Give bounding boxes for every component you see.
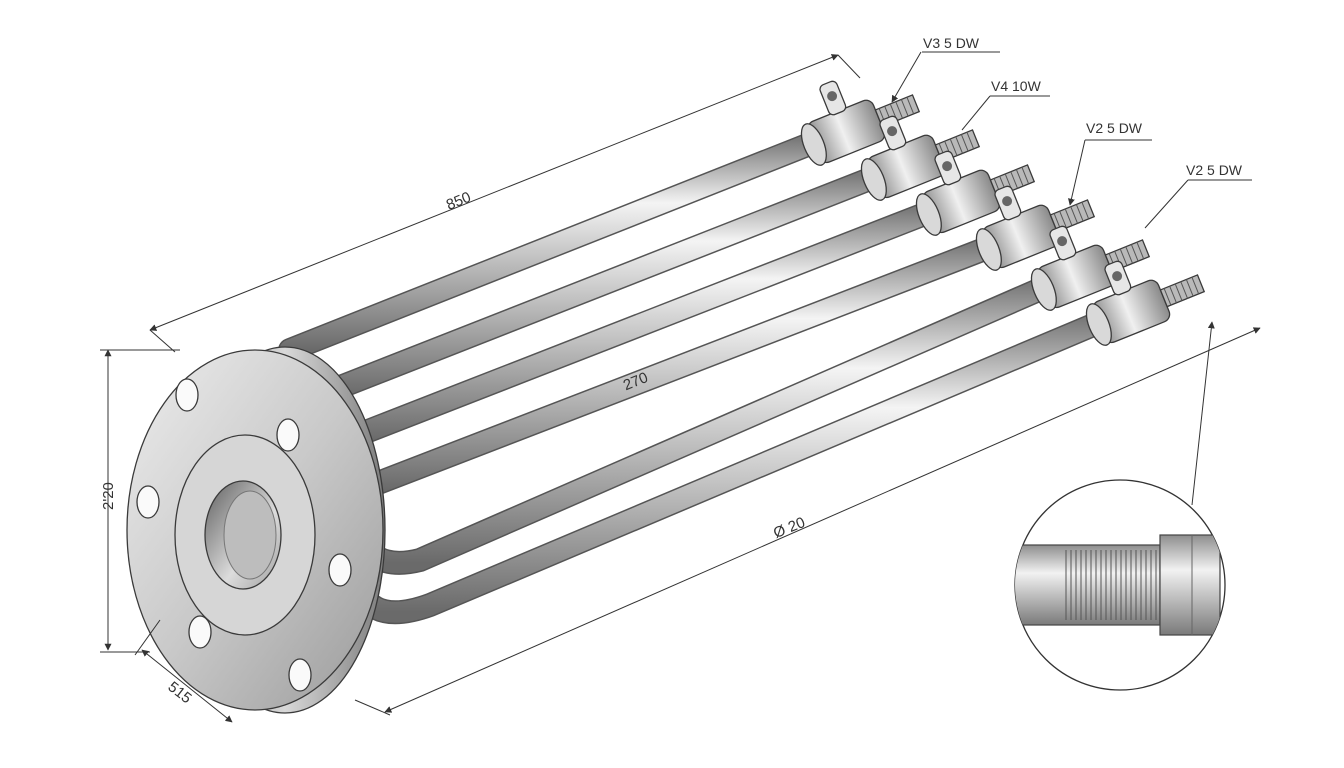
callout-label: V2 5 DW [1186,162,1243,178]
bolt-hole [175,378,199,412]
bolt-hole [136,485,160,519]
terminal-fitting [860,115,981,201]
dim-overall-length: 850 [444,189,474,214]
tube [316,165,884,405]
terminal-fitting [975,185,1096,271]
detail-view-threaded-end [1014,321,1226,691]
dim-flange-height: 2'20 [100,482,117,510]
mounting-flange [126,346,386,714]
tube [350,310,1110,623]
callout-label: V4 10W [991,78,1042,94]
thread-lines [1065,550,1157,620]
terminal-fitting [1030,225,1151,311]
bolt-hole [276,418,300,452]
dimension-lines: 850 270 Ø 20 2'20 515 [100,54,1261,723]
callout-label: V2 5 DW [1086,120,1143,136]
bolt-hole [288,658,312,692]
dim-tube-diameter: Ø 20 [771,514,808,542]
bolt-hole [188,615,212,649]
tube [279,129,831,361]
callouts: V3 5 DW V4 10W V2 5 DW V2 5 DW [891,35,1252,229]
bolt-hole [328,553,352,587]
tube [341,200,939,450]
callout-label: V3 5 DW [923,35,980,51]
terminal-fitting [915,150,1036,236]
